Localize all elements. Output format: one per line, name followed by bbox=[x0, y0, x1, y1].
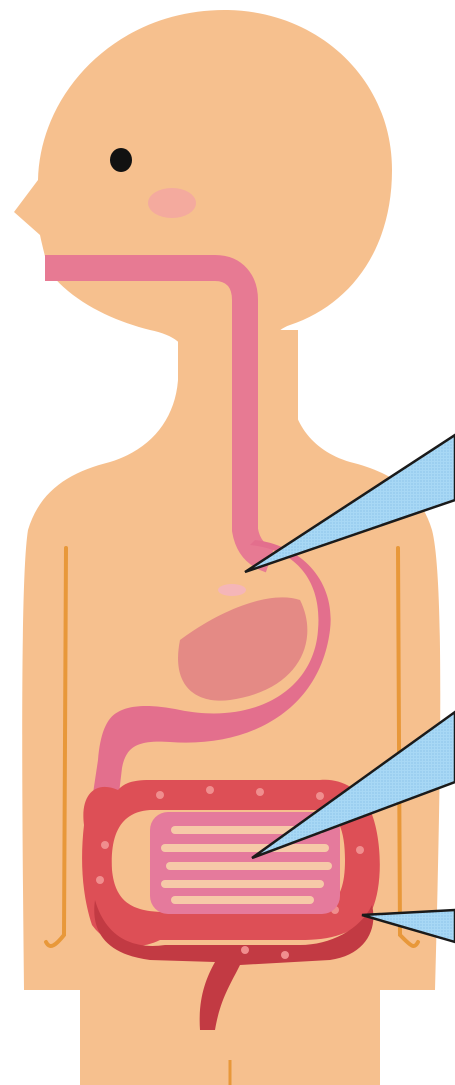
head bbox=[14, 10, 392, 360]
eye bbox=[110, 148, 132, 172]
cheek-blush bbox=[148, 188, 196, 218]
